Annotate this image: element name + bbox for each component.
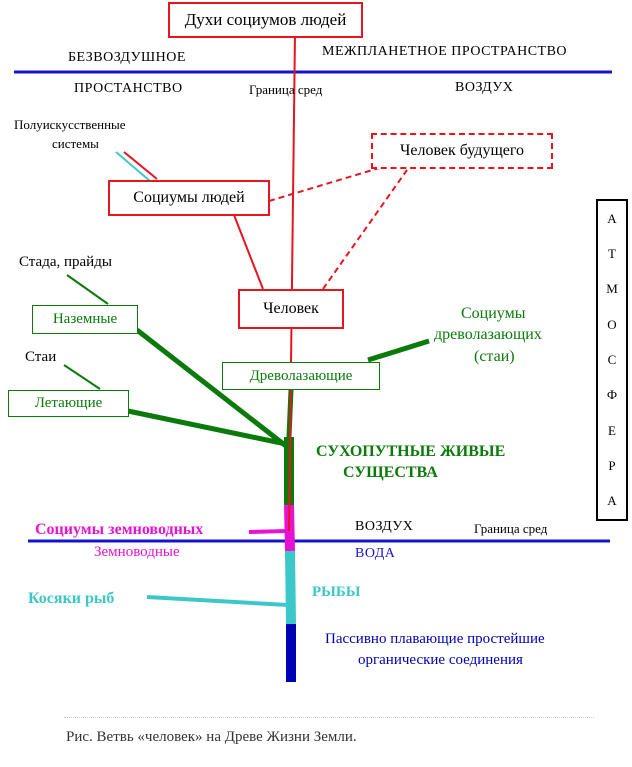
branch-fish-schools [146,595,289,607]
label-fish: РЫБЫ [312,584,361,600]
branch-flying [127,408,287,447]
label-semi-artificial-1: Полуискусственные [14,117,126,132]
label-land-beings-2: СУЩЕСТВА [343,464,438,481]
branch-flocks [63,364,101,390]
figure-caption: Рис. Ветвь «человек» на Древе Жизни Земл… [66,729,357,745]
label-boundary-top: Граница сред [249,82,323,97]
label-passive-1: Пассивно плавающие простейшие [325,631,545,647]
dashed-human-to-future [322,169,408,290]
branch-herds [66,274,109,305]
branch-ground [135,328,288,448]
label-amphibian-socium: Социумы земноводных [35,521,204,538]
label-airless-space-2: ПРОСТАНСТВО [74,81,183,96]
box-human: Человек [238,289,344,329]
trunk-cyan [285,550,296,625]
label-land-beings-1: СУХОПУТНЫЕ ЖИВЫЕ [316,443,506,460]
atmosphere-letter: Т [608,245,616,261]
label-amphibians: Земноводные [94,544,180,560]
label-passive-2: органические соединения [358,652,523,668]
label-water: ВОДА [355,546,396,561]
atmosphere-letter: А [607,210,617,226]
box-future-human: Человек будущего [371,133,553,169]
atmosphere-letter: О [607,316,617,332]
box-flying-animals: Летающие [8,390,129,417]
label-tree-socium-3: (стаи) [474,348,515,365]
box-ground-animals: Наземные [32,305,138,334]
dashed-socium-to-future [268,165,387,202]
label-flocks: Стаи [25,349,57,365]
atmosphere-letter: Ф [606,387,618,403]
atmosphere-letter: Р [608,457,616,473]
atmosphere-letter: Е [608,422,616,438]
label-air-top: ВОЗДУХ [455,80,514,95]
atmosphere-box: А Т М О С Ф Е Р А [596,199,628,521]
branch-tree-socium [367,338,430,363]
red-trunk [288,32,296,532]
branch-amphibian-socium [248,529,288,534]
label-airless-space-1: БЕЗВОЗДУШНОЕ [68,50,186,65]
box-human-socium: Социумы людей [108,180,270,216]
label-fish-schools: Косяки рыб [28,590,115,607]
label-boundary-bottom: Граница сред [474,521,548,536]
figure-caption-area: Рис. Ветвь «человек» на Древе Жизни Земл… [64,717,594,758]
atmosphere-letter: С [607,351,617,367]
box-spirits-of-human-socium: Духи социумов людей [168,2,363,38]
label-semi-artificial-2: системы [52,136,99,151]
red-human-to-socium [233,214,264,290]
atmosphere-letter: М [606,281,618,297]
box-tree-climbing: Древолазающие [222,362,380,390]
atmosphere-letter: А [607,493,617,509]
cyan-semi-artificial [115,151,151,182]
label-air-bottom: ВОЗДУХ [355,519,414,534]
label-tree-socium-2: древолазающих [434,326,542,343]
label-interplanetary-space: МЕЖПЛАНЕТНОЕ ПРОСТРАНСТВО [322,44,568,59]
label-herds: Стада, прайды [19,254,112,270]
red-semi-artificial [123,151,158,180]
label-tree-socium-1: Социумы [461,305,526,322]
